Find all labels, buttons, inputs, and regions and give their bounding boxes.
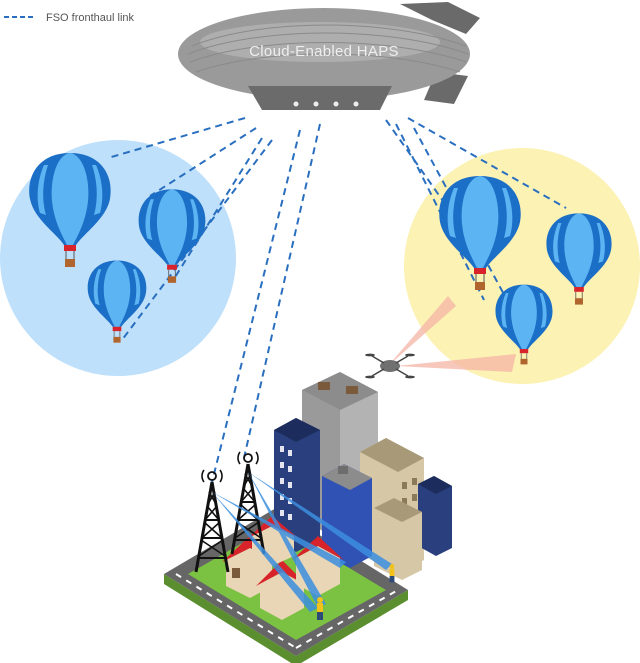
fso-link-left-3 <box>171 137 263 283</box>
drone-beam-left <box>388 296 456 366</box>
fso-link-left-2 <box>149 127 257 197</box>
fso-link-city-1 <box>211 129 301 483</box>
legend: FSO fronthaul link <box>4 12 135 24</box>
building-beige-front <box>374 498 422 580</box>
blimp-tail-upper <box>400 2 480 34</box>
fso-link-left-1 <box>107 117 246 159</box>
person-icon <box>317 597 323 620</box>
building-gray-center <box>322 464 372 568</box>
access-beam-3 <box>212 492 318 612</box>
fso-link-right-1 <box>385 119 449 209</box>
drone-beam-right <box>396 354 516 372</box>
drone-icon <box>365 353 415 379</box>
fso-link-right-3 <box>407 117 567 209</box>
blimp-highlight <box>200 22 440 62</box>
fso-link-city-2 <box>243 123 321 459</box>
blimp-gondola <box>248 86 392 110</box>
access-beam-2 <box>248 472 392 570</box>
legend-label: FSO fronthaul link <box>46 12 135 24</box>
blimp-icon: Cloud-Enabled HAPS <box>178 2 480 110</box>
person-icon <box>389 564 395 583</box>
access-beams <box>212 472 392 612</box>
access-beam-4 <box>212 492 346 568</box>
haps-label: Cloud-Enabled HAPS <box>249 43 399 60</box>
building-navy-left <box>274 418 320 552</box>
building-navy-right <box>418 476 452 556</box>
access-beam-1 <box>248 472 326 608</box>
